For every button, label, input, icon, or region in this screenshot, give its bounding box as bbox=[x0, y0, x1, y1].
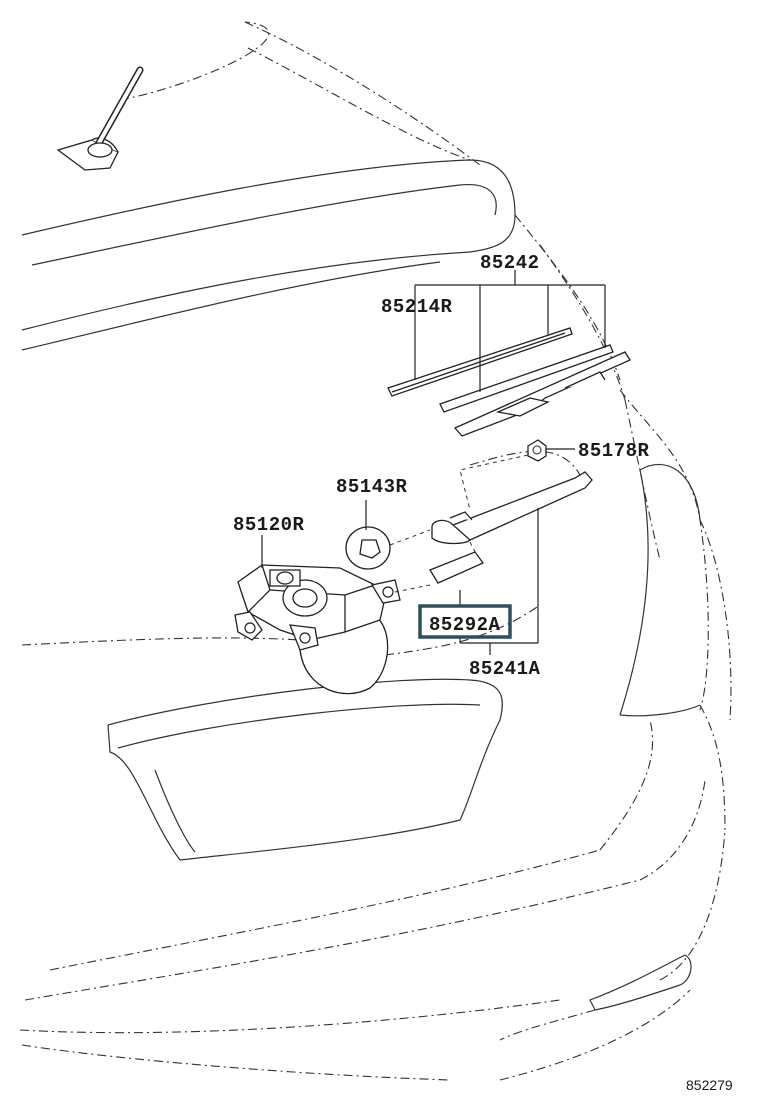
cap-85143R bbox=[345, 500, 431, 570]
label-85242[interactable]: 85242 bbox=[480, 252, 540, 274]
highlight-box bbox=[418, 604, 512, 639]
label-85241A[interactable]: 85241A bbox=[469, 658, 541, 680]
wiper-arm bbox=[431, 471, 593, 545]
label-85178R[interactable]: 85178R bbox=[578, 440, 650, 462]
label-85214R[interactable]: 85214R bbox=[381, 296, 453, 318]
label-85143R[interactable]: 85143R bbox=[336, 476, 408, 498]
leader-85241A bbox=[459, 508, 539, 655]
label-85120R[interactable]: 85120R bbox=[233, 514, 305, 536]
wiper-motor-85120R bbox=[234, 535, 431, 695]
antenna-illustration bbox=[56, 66, 144, 171]
vehicle-body-outline bbox=[19, 21, 732, 1081]
nut-85178R bbox=[459, 439, 575, 511]
leader-85242 bbox=[414, 270, 606, 392]
wiper-blade-assembly bbox=[387, 327, 631, 437]
part-labels: 85242 85214R 85178R 85143R 85120R 85292A… bbox=[233, 252, 733, 1093]
diagram-code: 852279 bbox=[686, 1077, 733, 1093]
arm-head-cover bbox=[429, 541, 484, 584]
label-85292A[interactable]: 85292A bbox=[429, 614, 501, 636]
